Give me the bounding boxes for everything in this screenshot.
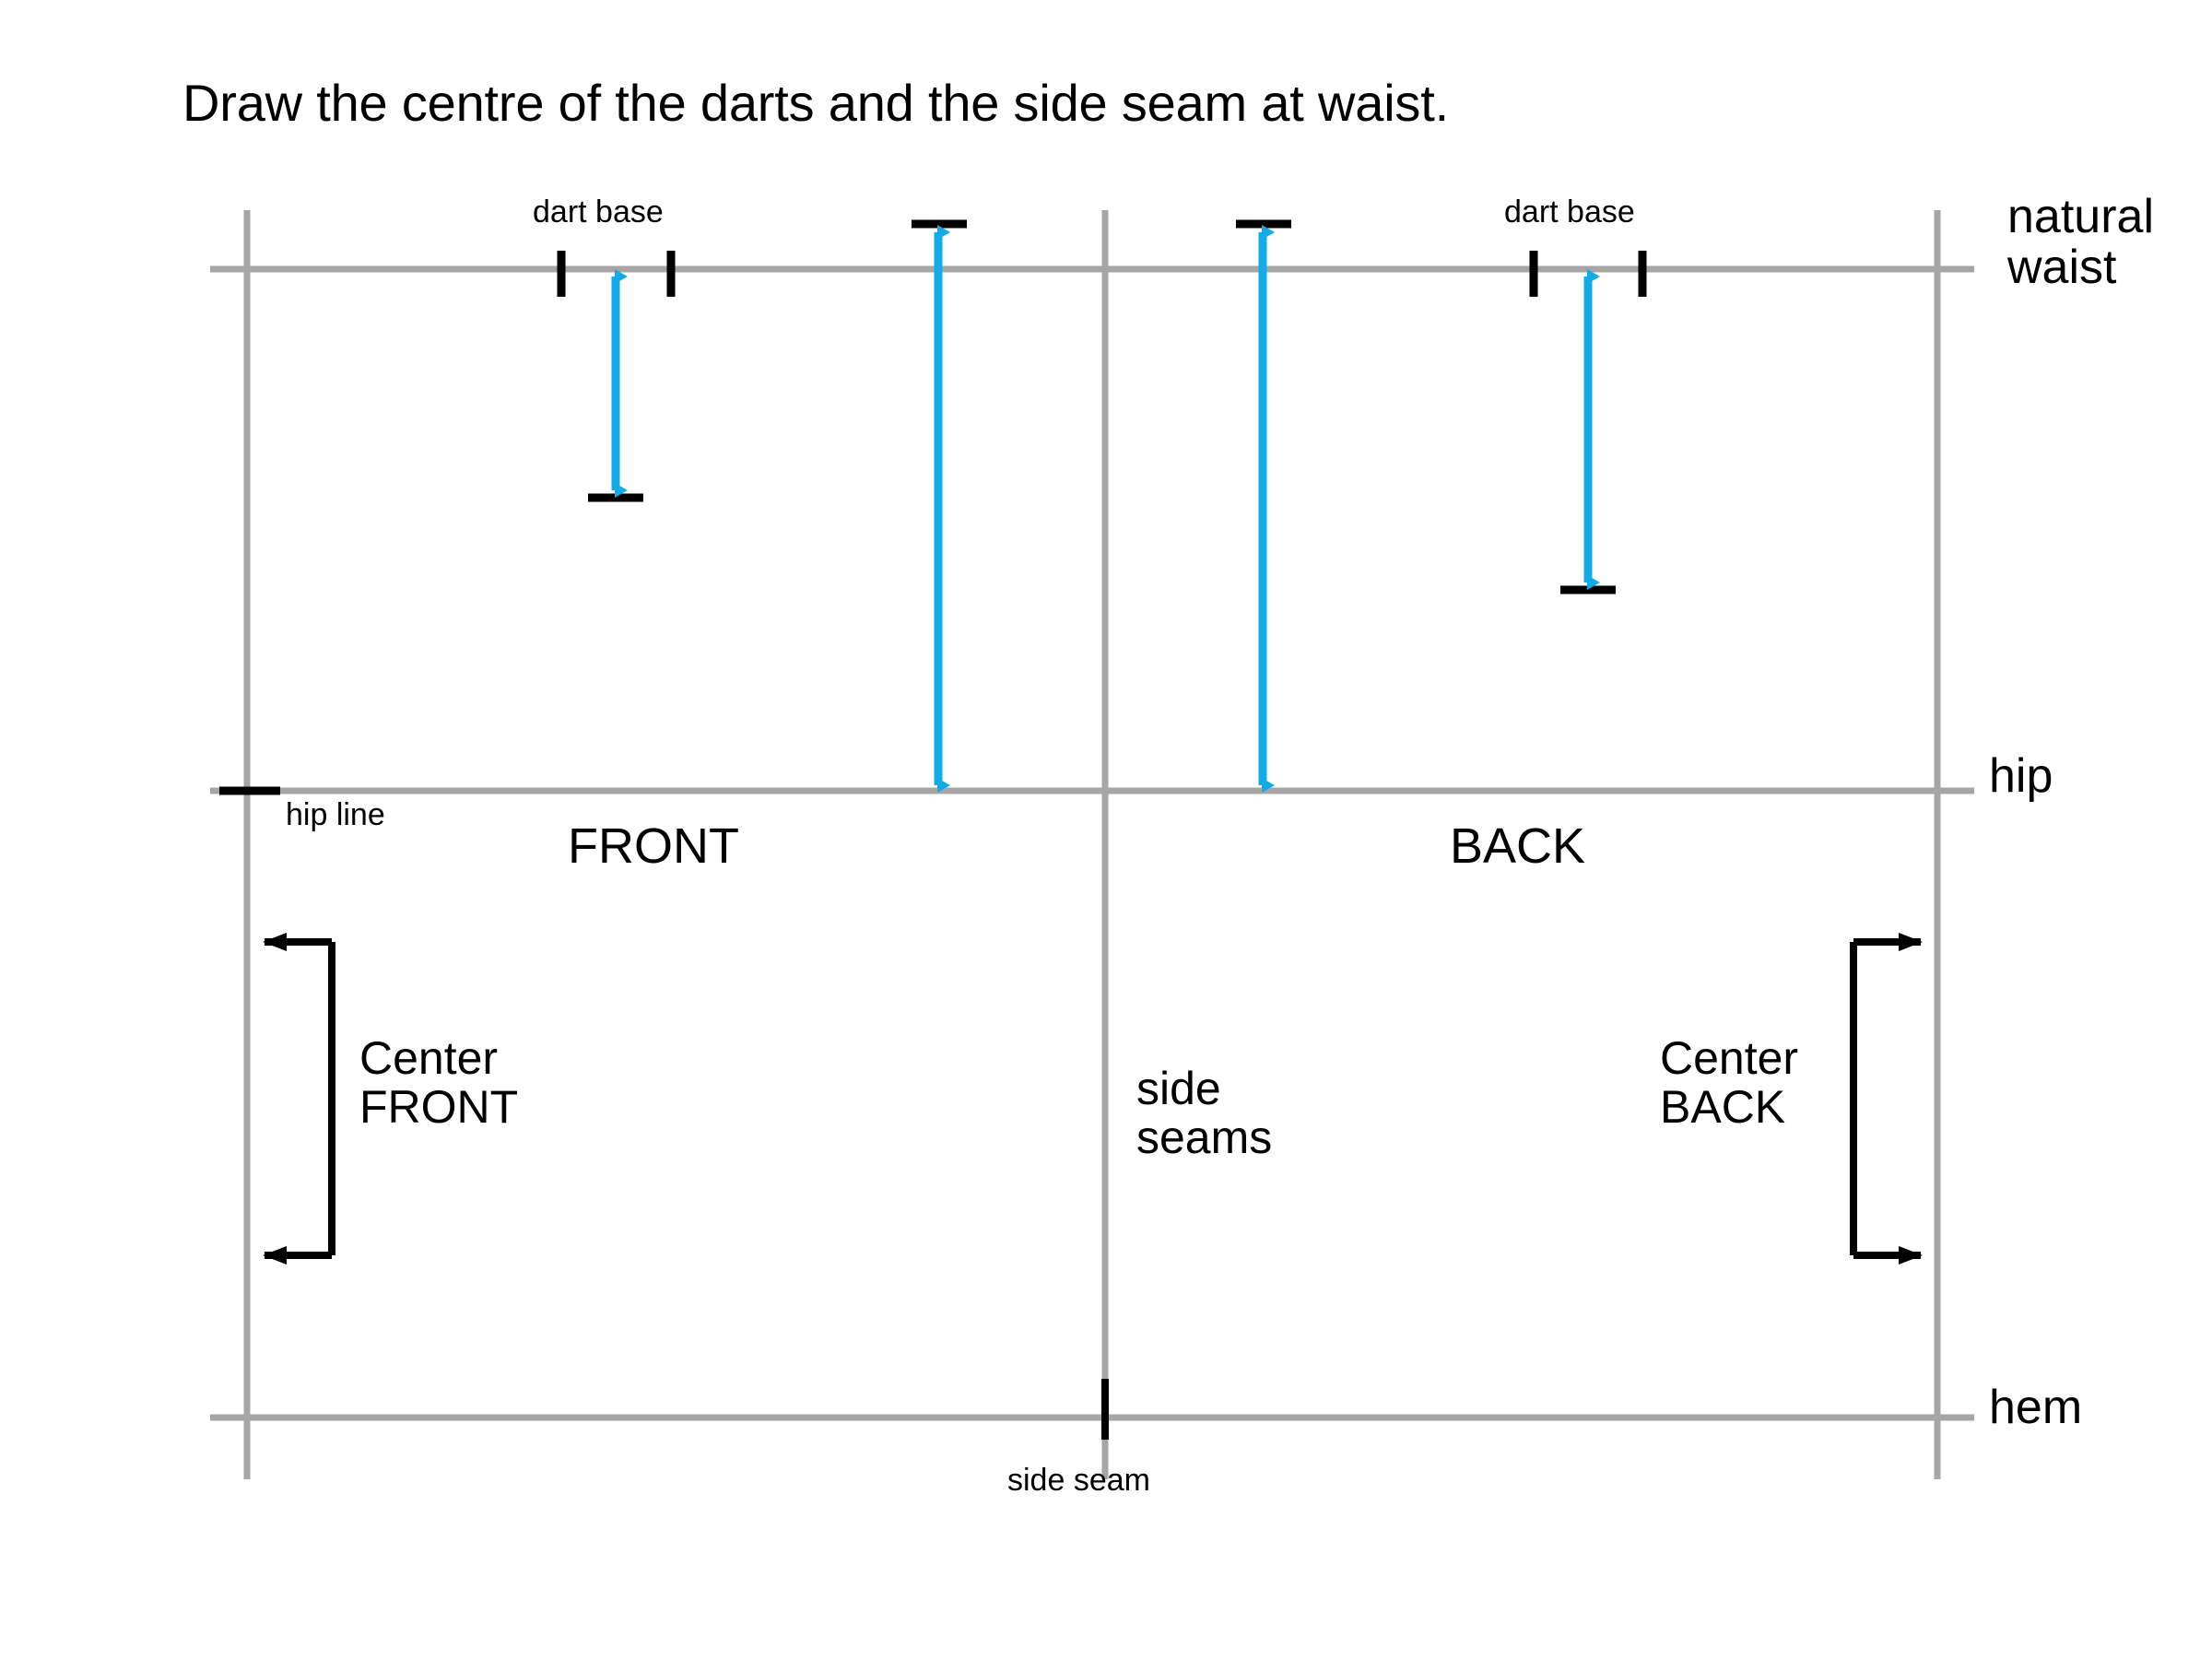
center-front-label-line1: Center <box>359 1032 499 1084</box>
center-front-bracket-icon <box>263 933 335 1265</box>
side-seams-label-line2: seams <box>1136 1112 1273 1163</box>
center-back-label-line2: BACK <box>1660 1081 1786 1133</box>
vertical-seam-lines <box>243 210 1941 1479</box>
front-dart-group <box>557 251 676 502</box>
page-title: Draw the centre of the darts and the sid… <box>182 74 1449 132</box>
level-lines <box>210 265 1974 1421</box>
hip-label: hip <box>1989 749 2053 803</box>
center-back-bracket-icon <box>1850 933 1923 1265</box>
dart-base-front-label: dart base <box>533 194 664 229</box>
back-panel-label: BACK <box>1450 818 1586 874</box>
natural-waist-label-line1: natural <box>2007 190 2154 243</box>
side-seam-bottom-label: side seam <box>1007 1463 1150 1498</box>
front-panel-label: FRONT <box>568 818 739 874</box>
center-front-label-line2: FRONT <box>359 1081 519 1133</box>
hem-label: hem <box>1989 1381 2083 1434</box>
hip-line-label: hip line <box>286 797 385 832</box>
center-back-label-line1: Center <box>1660 1032 1799 1084</box>
side-seam-depth-arrows <box>912 219 1291 793</box>
side-seams-label-line1: side <box>1136 1063 1221 1114</box>
natural-waist-label-line2: waist <box>2007 241 2117 295</box>
dart-base-back-label: dart base <box>1504 194 1635 229</box>
back-dart-group <box>1529 251 1647 594</box>
